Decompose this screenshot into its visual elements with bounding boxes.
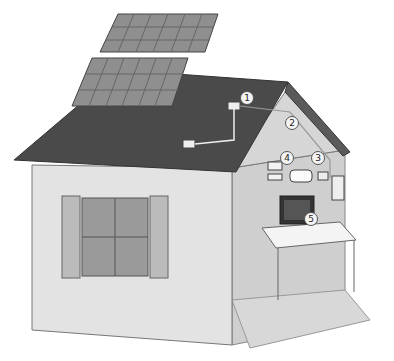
callout-text: 4: [284, 153, 290, 163]
panel-board: [332, 176, 344, 200]
desk-leg: [278, 248, 279, 300]
shutter: [62, 196, 80, 278]
front-wall: [32, 165, 232, 345]
monitor: [280, 196, 314, 224]
callout-text: 3: [315, 153, 321, 163]
callout-number: 1: [240, 91, 254, 105]
window-frame: [82, 237, 148, 238]
wire: [195, 106, 234, 144]
callout-text: 5: [308, 214, 314, 224]
outlet: [318, 172, 328, 180]
window: [82, 198, 148, 276]
meter: [268, 162, 282, 170]
callout-text: 2: [289, 118, 295, 128]
solar-panel: [100, 14, 218, 52]
floor: [232, 290, 370, 348]
meter: [268, 174, 282, 180]
callout-number: 5: [304, 212, 318, 226]
callout-number: 2: [285, 116, 299, 130]
inverter: [290, 170, 312, 182]
desk-leg: [354, 240, 355, 292]
callout-text: 1: [244, 93, 250, 103]
solar-panel: [72, 58, 188, 106]
wire: [240, 106, 330, 178]
callout-number: 4: [280, 151, 294, 165]
shutter: [150, 196, 168, 278]
callout-number: 3: [311, 151, 325, 165]
junction-box: [183, 140, 195, 148]
